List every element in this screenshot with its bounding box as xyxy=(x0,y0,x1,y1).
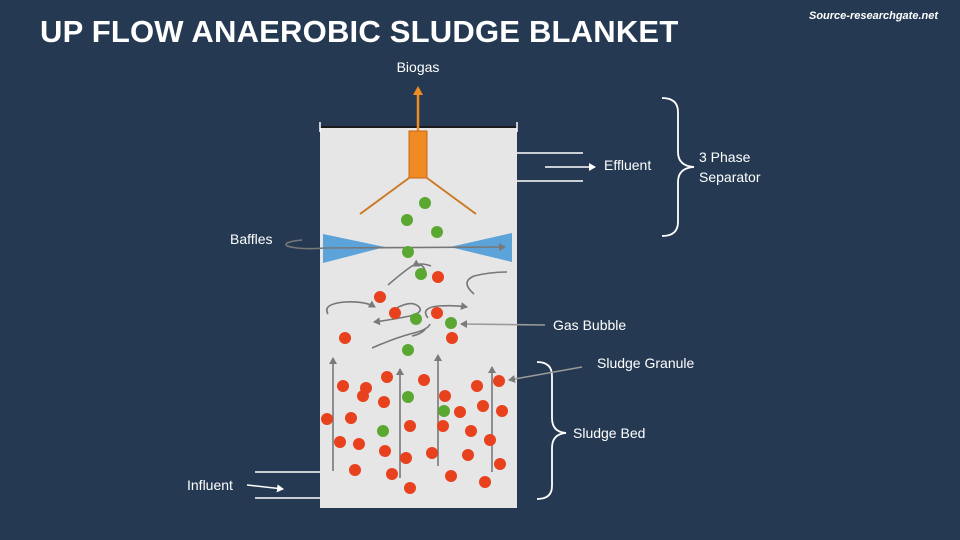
sludge-granule xyxy=(374,291,386,303)
biogas-label: Biogas xyxy=(397,59,440,75)
sludge-granule xyxy=(389,307,401,319)
sludge-granule xyxy=(321,413,333,425)
sludge-granule xyxy=(404,420,416,432)
gas-bubble xyxy=(402,246,414,258)
gas-bubbles xyxy=(377,197,457,437)
influent-label: Influent xyxy=(187,477,233,493)
gas-bubble xyxy=(410,313,422,325)
sludge-granule xyxy=(349,464,361,476)
sludge-granule xyxy=(494,458,506,470)
gas-bubble xyxy=(377,425,389,437)
sludge-granule xyxy=(431,307,443,319)
gas-hood-right xyxy=(426,177,477,215)
sludge-granule-label: Sludge Granule xyxy=(597,355,695,371)
sludge-granule xyxy=(400,452,412,464)
separator-label-line2: Separator xyxy=(699,169,761,185)
sludge-bed-brace xyxy=(536,361,567,500)
sludge-granule xyxy=(378,396,390,408)
sludge-granule xyxy=(418,374,430,386)
sludge-granule xyxy=(353,438,365,450)
swirl-arrow xyxy=(411,327,427,337)
sludge-granules xyxy=(321,271,508,494)
flow-swirls xyxy=(285,239,508,349)
sludge-granule xyxy=(334,436,346,448)
gas-bubble xyxy=(402,344,414,356)
baffles-label: Baffles xyxy=(230,231,273,247)
sludge-granule xyxy=(465,425,477,437)
biogas-pipe xyxy=(408,130,428,179)
upflow-arrows xyxy=(329,354,496,478)
sludge-granule xyxy=(496,405,508,417)
sludge-granule xyxy=(454,406,466,418)
gas-bubble xyxy=(438,405,450,417)
sludge-granule xyxy=(462,449,474,461)
sludge-granule xyxy=(339,332,351,344)
separator-label-line1: 3 Phase xyxy=(699,149,751,165)
swirl-arrow xyxy=(412,259,432,267)
sludge-granule xyxy=(484,434,496,446)
sludge-granule xyxy=(437,420,449,432)
sludge-granule xyxy=(357,390,369,402)
sludge-granule xyxy=(404,482,416,494)
sludge-granule xyxy=(337,380,349,392)
effluent-label: Effluent xyxy=(604,157,651,173)
gas-bubble xyxy=(401,214,413,226)
source-credit: Source-researchgate.net xyxy=(809,10,938,22)
sludge-granule xyxy=(345,412,357,424)
gas-bubble xyxy=(445,317,457,329)
swirl-arrow xyxy=(371,323,431,349)
gas-bubble xyxy=(402,391,414,403)
swirl-arrow xyxy=(424,302,468,319)
page-title: UP FLOW ANAEROBIC SLUDGE BLANKET xyxy=(40,14,679,49)
gas-bubble-pointer xyxy=(460,320,546,329)
sludge-bed-label: Sludge Bed xyxy=(573,425,645,441)
gas-bubble xyxy=(415,268,427,280)
sludge-granule-pointer xyxy=(508,366,583,383)
sludge-granule xyxy=(446,332,458,344)
gas-bubble xyxy=(419,197,431,209)
sludge-granule xyxy=(381,371,393,383)
gas-bubble xyxy=(431,226,443,238)
sludge-granule xyxy=(471,380,483,392)
sludge-granule xyxy=(426,447,438,459)
sludge-granule xyxy=(479,476,491,488)
swirl-arrow xyxy=(466,271,508,295)
gas-bubble-label: Gas Bubble xyxy=(553,317,626,333)
swirl-arrow xyxy=(373,302,421,326)
sludge-granule xyxy=(432,271,444,283)
sludge-granule xyxy=(439,390,451,402)
sludge-granule xyxy=(445,470,457,482)
sludge-granule xyxy=(379,445,391,457)
gas-hood-left xyxy=(359,177,410,215)
sludge-granule xyxy=(493,375,505,387)
sludge-granule xyxy=(386,468,398,480)
swirl-arrow xyxy=(326,300,376,315)
influent-arrow xyxy=(246,484,284,493)
separator-brace xyxy=(661,97,695,237)
baffle-swirl-arrow xyxy=(285,239,506,252)
sludge-granule xyxy=(477,400,489,412)
